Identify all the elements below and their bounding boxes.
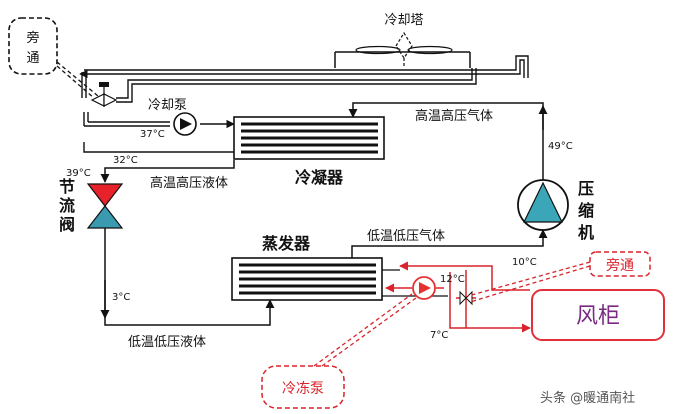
temp-39-label: 39°C <box>66 168 91 179</box>
cooling-tower-label: 冷却塔 <box>384 13 423 28</box>
watermark: 头条 @暖通南社 <box>540 390 635 406</box>
cooling-tower: 冷却塔 <box>334 13 471 68</box>
freeze-pump-label: 冷冻泵 <box>282 380 324 397</box>
compressor-label-line2: 缩 <box>578 201 594 220</box>
temp-3-label: 3°C <box>112 292 130 303</box>
tower-fan-blade-right-icon <box>407 45 453 55</box>
cooling-pump-label: 冷却泵 <box>148 98 187 113</box>
hthp-liquid-label: 高温高压液体 <box>150 175 228 191</box>
bypass-valve-left-icon <box>90 82 118 107</box>
freeze-pump-callout: 冷冻泵 <box>261 293 417 409</box>
cooling-pump-icon <box>173 112 197 136</box>
fan-coil-unit: 风柜 <box>531 289 665 341</box>
bypass-left-label-line2: 通 <box>26 51 39 66</box>
freeze-pump-icon <box>412 276 436 300</box>
temp-32-label: 32°C <box>113 155 138 166</box>
temp-12-label: 12°C <box>440 274 465 285</box>
suction-gas-line <box>351 229 548 258</box>
throttle-label-line2: 流 <box>59 196 75 215</box>
evaporator-label: 蒸发器 <box>262 234 311 253</box>
condenser-unit <box>233 116 385 160</box>
bypass-callout-right: 旁通 <box>467 251 651 303</box>
condenser-label: 冷凝器 <box>295 168 344 187</box>
bypass-valve-right-icon <box>459 290 473 306</box>
ltlp-gas-label: 低温低压气体 <box>367 228 445 244</box>
temp-49-label: 49°C <box>548 141 573 152</box>
throttle-valve-icon <box>86 183 124 229</box>
temp-10-label: 10°C <box>512 257 537 268</box>
fan-coil-label: 风柜 <box>576 304 620 329</box>
bypass-right-label: 旁通 <box>606 257 634 274</box>
bypass-left-label-line1: 旁 <box>26 30 39 46</box>
temp-7-label: 7°C <box>430 330 448 341</box>
tower-fan-blade-left-icon <box>355 45 401 55</box>
throttle-label-line1: 节 <box>59 177 75 196</box>
hthp-gas-label: 高温高压气体 <box>415 108 493 124</box>
hot-liquid-line <box>100 160 235 183</box>
tower-fan-hub-icon <box>395 31 413 60</box>
evaporator-unit <box>231 257 383 301</box>
compressor-label-line3: 机 <box>578 223 594 242</box>
cold-liquid-line <box>100 228 275 326</box>
ltlp-liquid-label: 低温低压液体 <box>128 335 206 350</box>
temp-37-label: 37°C <box>140 129 165 140</box>
hot-gas-line <box>348 102 548 180</box>
throttle-label-line3: 阀 <box>59 215 75 234</box>
compressor-label-line1: 压 <box>578 179 594 198</box>
chilled-water-pipes <box>382 269 448 297</box>
bypass-callout-left: 旁 通 <box>8 17 99 99</box>
compressor-icon <box>517 179 569 231</box>
cooling-water-loop <box>79 55 529 153</box>
